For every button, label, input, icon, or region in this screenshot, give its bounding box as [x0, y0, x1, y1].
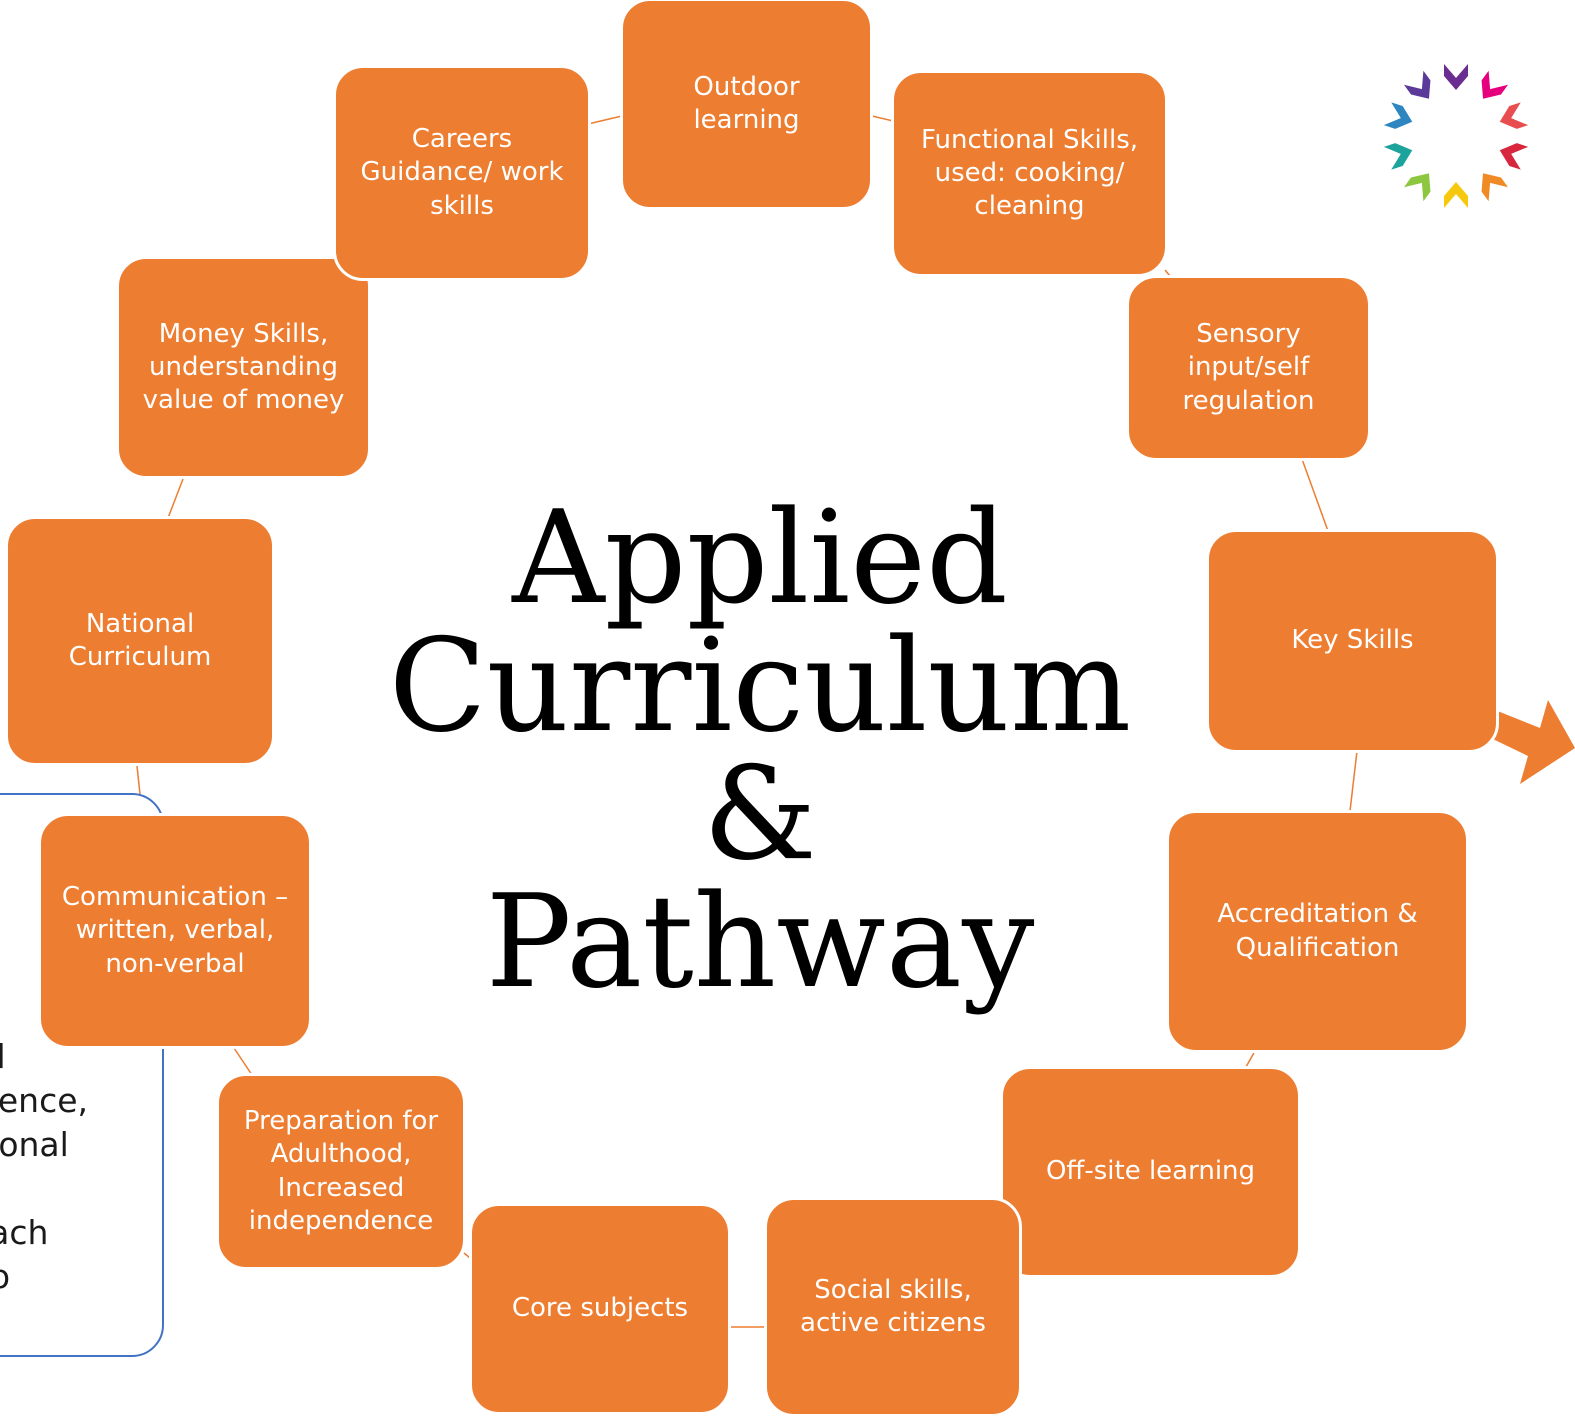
- title-line-2: Curriculum &: [388, 612, 1132, 889]
- logo-chevron: [1481, 173, 1509, 202]
- node-label: Communication –written, verbal,non-verba…: [61, 882, 289, 979]
- connector-accreditation-offsite: [1245, 1050, 1256, 1068]
- node-accreditation: Accreditation &Qualification: [1166, 810, 1469, 1053]
- connector-sensory-key: [1301, 458, 1329, 532]
- title-line-3: Pathway: [485, 868, 1035, 1017]
- colorful-circular-chevron-logo-icon: [1383, 64, 1529, 208]
- panel-text-lines: eal ndence, ational e) reach nto: [0, 1035, 162, 1299]
- node-core-subjects: Core subjects: [469, 1203, 731, 1415]
- connector-careers-outdoor: [587, 115, 623, 125]
- node-label: Off-site learning: [1045, 1156, 1256, 1187]
- panel-line: nto: [0, 1255, 162, 1299]
- title-line-1: Applied: [512, 484, 1008, 633]
- connector-outdoor-functional: [871, 115, 894, 122]
- node-label: Social skills,active citizens: [800, 1274, 986, 1338]
- node-off-site-learning: Off-site learning: [1000, 1066, 1301, 1278]
- connector-national-money: [167, 478, 184, 519]
- node-label: Functional Skills,used: cooking/cleaning: [920, 124, 1139, 222]
- connector-key-accreditation: [1349, 750, 1358, 812]
- node-label: Key Skills: [1291, 625, 1414, 656]
- logo-chevron: [1383, 102, 1413, 129]
- panel-line: e): [0, 1167, 162, 1211]
- logo-chevron: [1499, 102, 1529, 129]
- diagram-title: Applied Curriculum & Pathway: [380, 495, 1140, 1007]
- logo-chevron: [1403, 70, 1431, 99]
- connector-preparation-communication: [233, 1047, 253, 1076]
- panel-line: ndence,: [0, 1081, 89, 1120]
- logo-chevron: [1444, 182, 1468, 208]
- panel-line: eal: [0, 1035, 162, 1079]
- logo-chevron: [1403, 173, 1431, 202]
- node-social-skills: Social skills,active citizens: [764, 1197, 1022, 1417]
- node-key-skills: Key Skills: [1206, 529, 1499, 753]
- panel-line: ational: [0, 1125, 69, 1164]
- node-label: Accreditation &Qualification: [1217, 899, 1418, 963]
- logo-chevron: [1444, 64, 1468, 90]
- logo-chevron: [1481, 70, 1509, 99]
- node-communication: Communication –written, verbal,non-verba…: [38, 813, 312, 1049]
- logo-chevron: [1499, 143, 1529, 170]
- node-functional-skills: Functional Skills,used: cooking/cleaning: [891, 70, 1168, 277]
- node-label: Core subjects: [511, 1293, 689, 1324]
- panel-line: reach: [0, 1213, 49, 1252]
- logo-chevron: [1383, 143, 1413, 170]
